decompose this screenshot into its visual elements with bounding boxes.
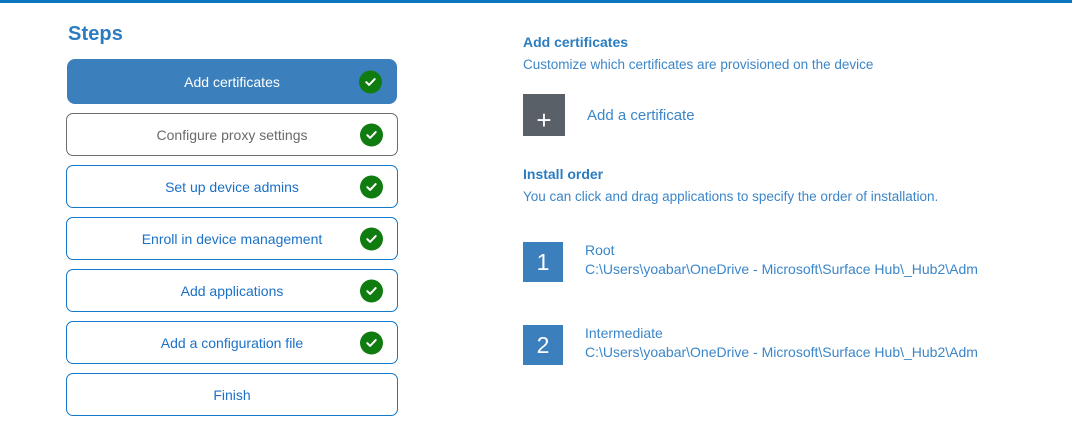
install-order-heading: Install order [523,166,604,182]
step-label: Finish [213,386,251,403]
install-order-block: Install order You can click and drag app… [523,165,1072,365]
check-circle-icon [360,227,383,250]
order-number-badge: 1 [523,242,563,282]
step-button-enroll-in-device-management[interactable]: Enroll in device management [66,217,398,260]
list-item[interactable]: 2 Intermediate C:\Users\yoabar\OneDrive … [523,323,1072,365]
order-item-name: Root [585,242,615,258]
detail-panel: Add certificates Customize which certifi… [523,33,1072,406]
check-circle-icon [360,123,383,146]
check-circle-icon [360,175,383,198]
check-circle-icon [360,331,383,354]
detail-subheading: Customize which certificates are provisi… [523,57,874,72]
steps-panel: Steps Add certificates Configure proxy s… [66,23,398,425]
check-circle-icon [359,70,382,93]
order-item-path: C:\Users\yoabar\OneDrive - Microsoft\Sur… [585,344,978,360]
add-certificate-row[interactable]: + Add a certificate [523,94,1072,136]
steps-title: Steps [68,23,123,45]
step-label: Add applications [180,282,284,299]
step-button-finish[interactable]: Finish [66,373,398,416]
step-button-configure-proxy-settings[interactable]: Configure proxy settings [66,113,398,156]
detail-heading: Add certificates [523,34,629,50]
order-item-text: Root C:\Users\yoabar\OneDrive - Microsof… [585,240,978,279]
order-item-text: Intermediate C:\Users\yoabar\OneDrive - … [585,323,978,362]
order-item-name: Intermediate [585,325,663,341]
step-button-add-a-configuration-file[interactable]: Add a configuration file [66,321,398,364]
step-button-add-applications[interactable]: Add applications [66,269,398,312]
order-number-badge: 2 [523,325,563,365]
step-label: Add certificates [184,73,280,90]
step-label: Enroll in device management [141,230,323,247]
plus-icon[interactable]: + [523,94,565,136]
check-circle-icon [360,279,383,302]
step-label: Configure proxy settings [156,126,308,143]
install-order-list: 1 Root C:\Users\yoabar\OneDrive - Micros… [523,240,1072,365]
install-order-subheading: You can click and drag applications to s… [523,189,939,204]
step-label: Add a configuration file [160,334,304,351]
step-label: Set up device admins [165,178,299,195]
order-item-path: C:\Users\yoabar\OneDrive - Microsoft\Sur… [585,261,978,277]
list-item[interactable]: 1 Root C:\Users\yoabar\OneDrive - Micros… [523,240,1072,282]
add-certificate-label[interactable]: Add a certificate [587,106,695,124]
step-button-set-up-device-admins[interactable]: Set up device admins [66,165,398,208]
step-button-add-certificates[interactable]: Add certificates [67,59,397,104]
plus-glyph: + [536,105,552,135]
